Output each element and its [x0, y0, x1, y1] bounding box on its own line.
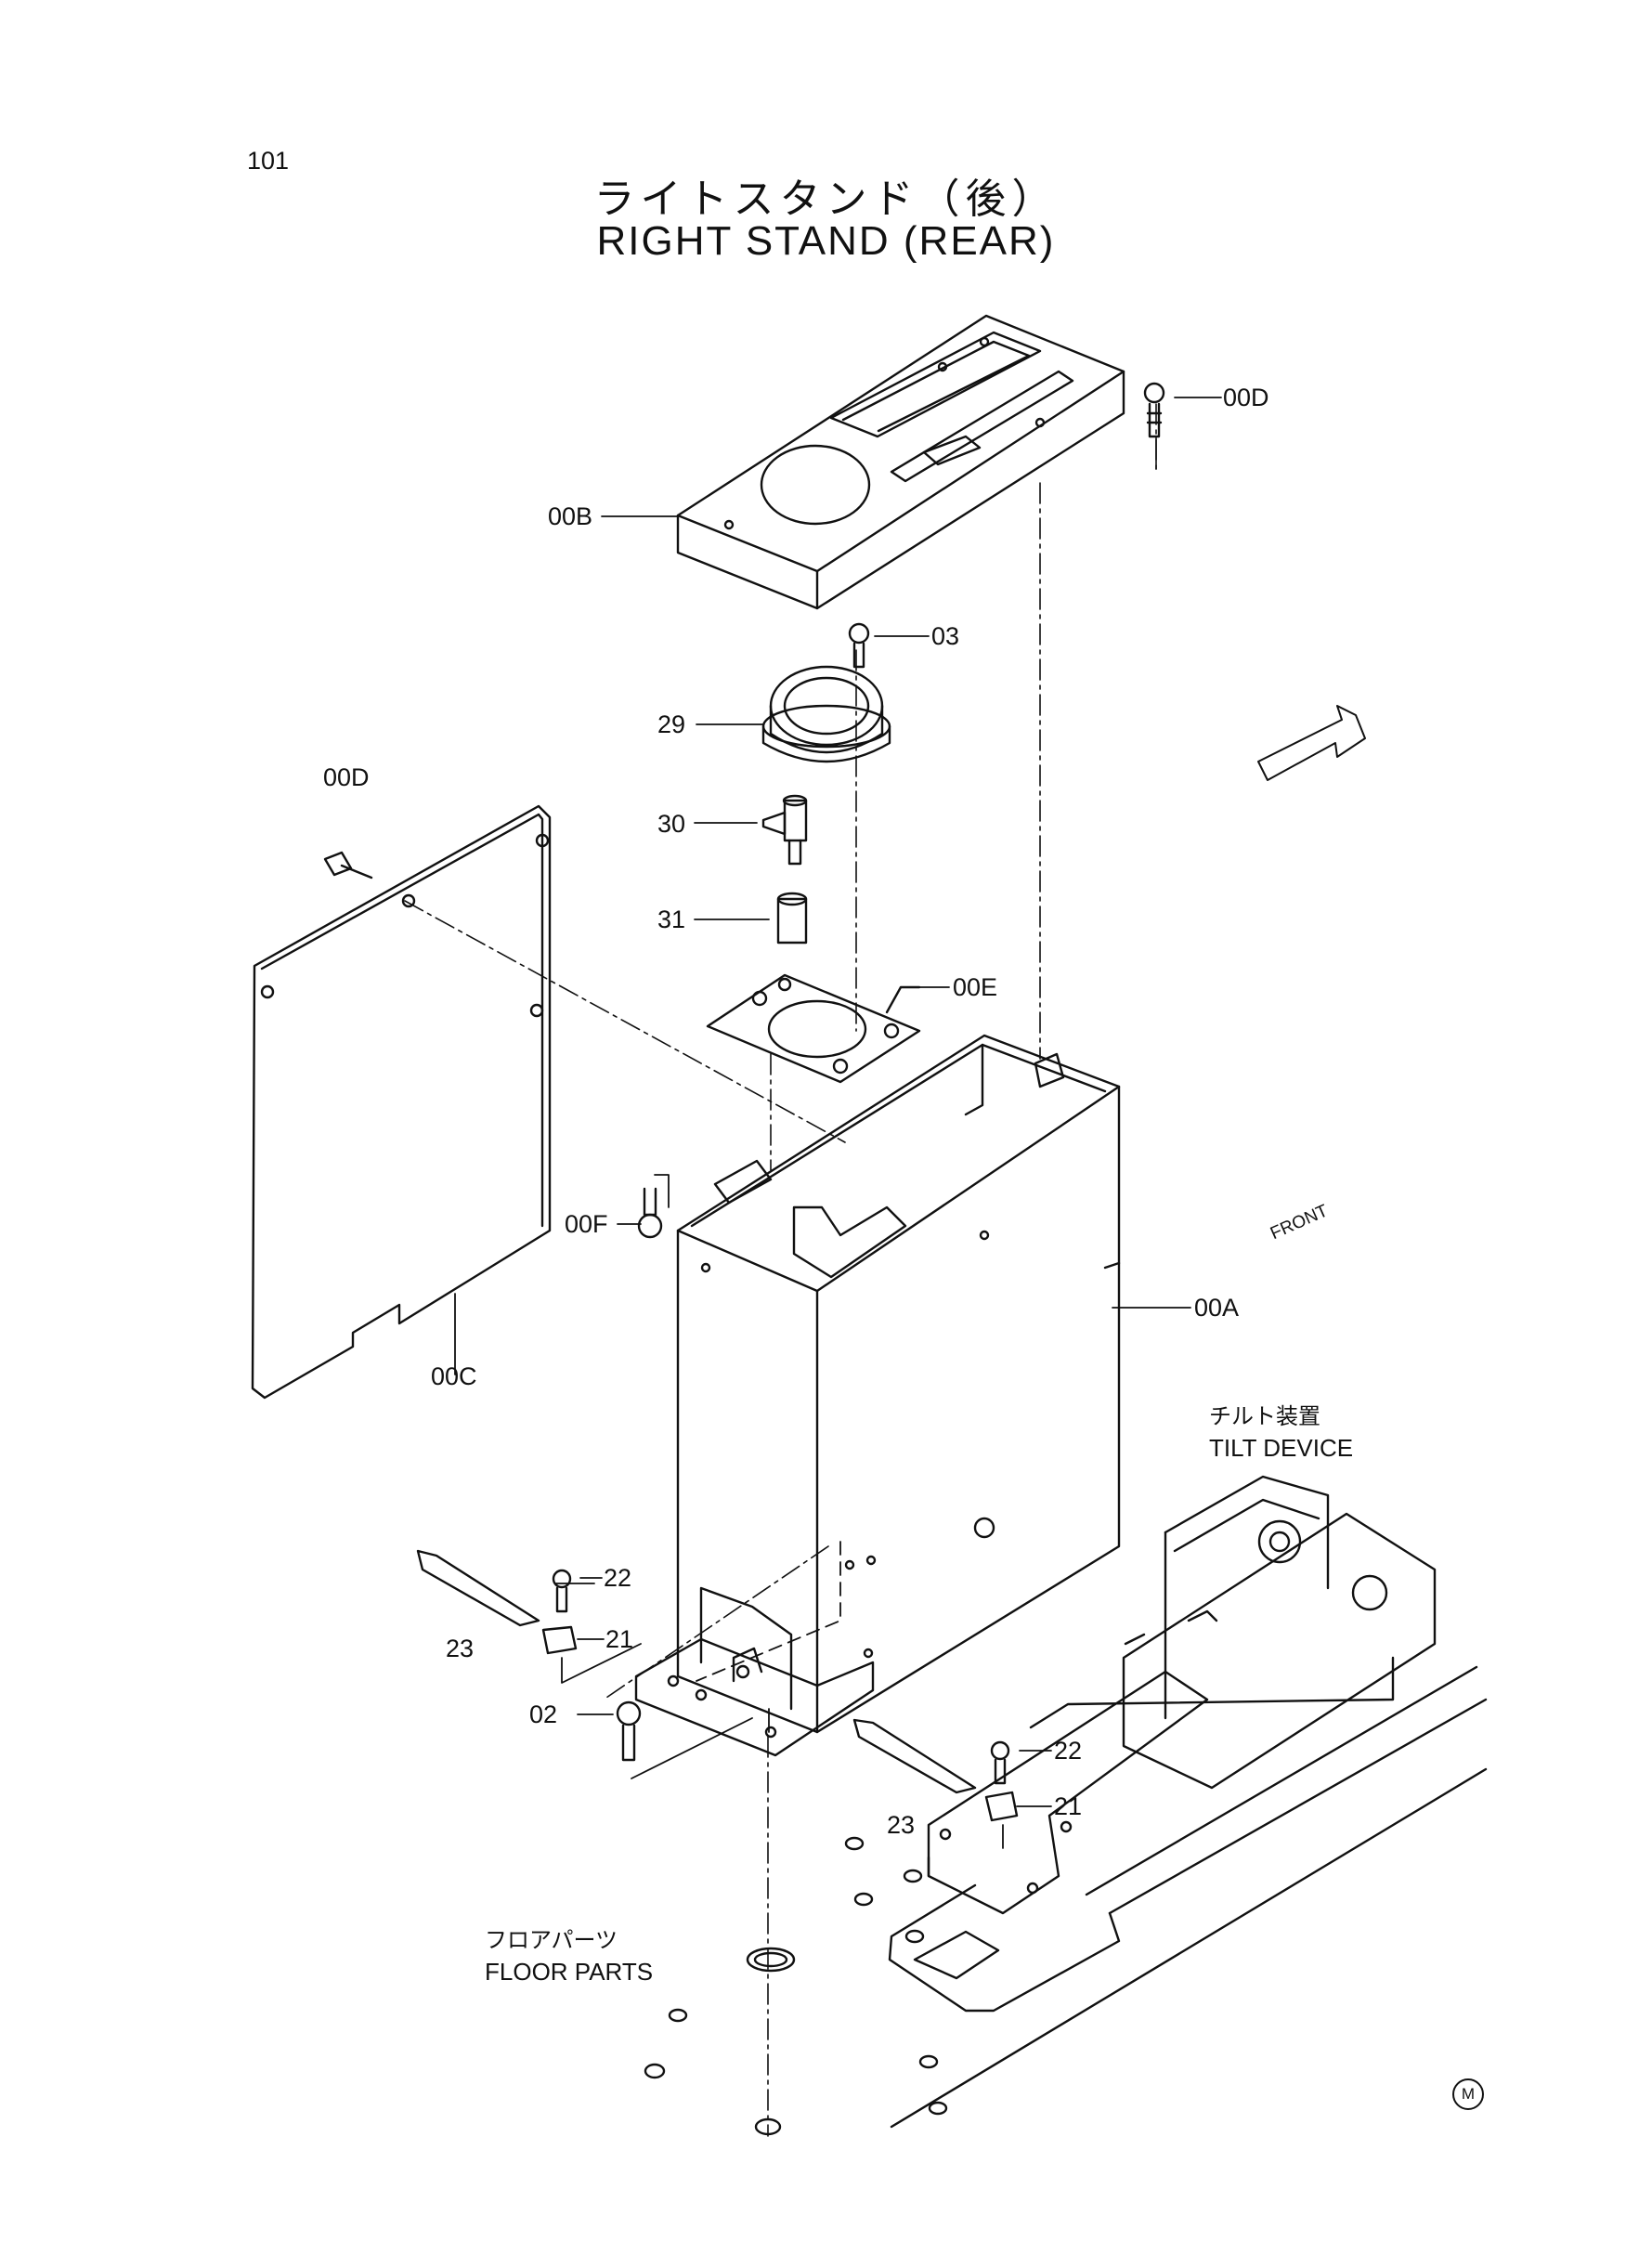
callout-00B: 00B	[548, 502, 593, 530]
callout-00F: 00F	[565, 1210, 608, 1238]
screw-00D-top	[1143, 382, 1165, 438]
cover-plate-00B	[676, 314, 1125, 610]
gauge-29	[761, 665, 891, 763]
callout-21-right: 21	[1054, 1792, 1083, 1820]
floor-parts-label-en: FLOOR PARTS	[485, 1958, 654, 1986]
leader-lines	[554, 397, 1222, 1807]
callout-23-left: 23	[446, 1635, 475, 1662]
fitting-30	[761, 794, 808, 866]
screw-00F	[637, 1174, 670, 1239]
side-panel-00C	[251, 804, 552, 1400]
page-number: 101	[247, 147, 290, 175]
callout-23-right: 23	[887, 1811, 916, 1839]
nut-31	[776, 892, 808, 945]
floor-parts-label-jp: フロアパーツ	[485, 1927, 618, 1953]
title-english: RIGHT STAND (REAR)	[596, 218, 1056, 264]
callout-30: 30	[657, 810, 686, 838]
front-arrow	[1257, 705, 1366, 781]
callout-22-right: 22	[1054, 1737, 1083, 1765]
title-japanese: ライトスタンド（後）	[593, 176, 1059, 223]
callout-00D-top: 00D	[1223, 384, 1269, 411]
m-mark: M	[1452, 2078, 1484, 2110]
screw-03	[848, 622, 870, 669]
clamp-group-left	[416, 1549, 642, 1684]
tilt-device-label-en: TILT DEVICE	[1209, 1434, 1354, 1462]
clamp-group-right	[852, 1718, 1019, 1849]
callout-00E: 00E	[953, 973, 998, 1001]
bolt-02	[616, 1700, 753, 1779]
box-body-00A	[634, 1034, 1121, 1757]
tilt-device	[1029, 1475, 1437, 1790]
callout-02: 02	[529, 1700, 558, 1728]
callout-00D-left: 00D	[323, 763, 370, 791]
callout-03: 03	[931, 622, 960, 650]
callout-29: 29	[657, 710, 686, 738]
plate-00E	[706, 973, 921, 1084]
screw-00D-left	[323, 851, 373, 879]
callout-00C: 00C	[431, 1362, 477, 1390]
callout-22-left: 22	[604, 1564, 632, 1592]
callout-00A: 00A	[1194, 1294, 1240, 1322]
floor-parts	[644, 1665, 1488, 2136]
tilt-device-label-jp: チルト装置	[1209, 1403, 1320, 1429]
floor-parts-note: フロアパーツ FLOOR PARTS	[485, 1924, 653, 1987]
center-lines	[404, 403, 1157, 2137]
callout-21-left: 21	[605, 1625, 634, 1653]
callout-31: 31	[657, 905, 686, 933]
tilt-device-note: チルト装置 TILT DEVICE	[1209, 1401, 1353, 1464]
